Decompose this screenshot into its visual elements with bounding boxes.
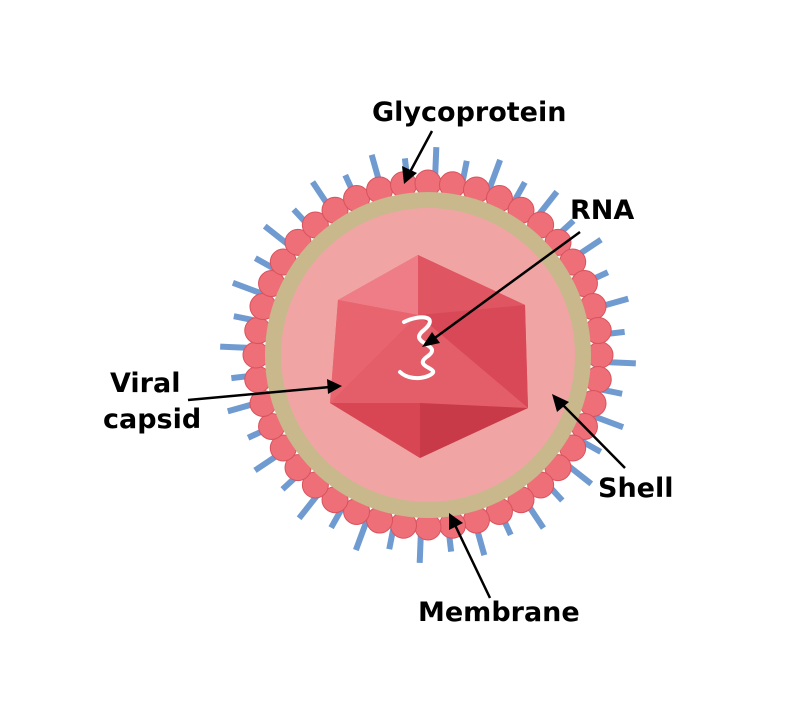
glycoprotein-spike <box>353 519 370 552</box>
membrane-label: Membrane <box>418 597 580 628</box>
rna-arrow <box>422 230 581 347</box>
rna-label: RNA <box>570 195 635 226</box>
viral-capsid-arrow <box>187 379 342 402</box>
glycoprotein-arrow <box>402 130 434 184</box>
rna-strand <box>398 315 436 381</box>
shell-label: Shell <box>598 473 674 504</box>
glycoprotein-label: Glycoprotein <box>372 97 567 128</box>
glycoprotein-spike <box>592 413 625 430</box>
glycoprotein-spike <box>231 280 264 297</box>
membrane-layer <box>242 169 614 541</box>
pointer-arrows <box>187 130 626 599</box>
membrane-arrow <box>449 513 492 599</box>
glycoprotein-spike <box>486 158 503 191</box>
viral-capsid-label-line1: Viral <box>110 368 181 399</box>
viral-capsid-label-line2: capsid <box>103 404 202 435</box>
shell-arrow <box>552 394 626 469</box>
